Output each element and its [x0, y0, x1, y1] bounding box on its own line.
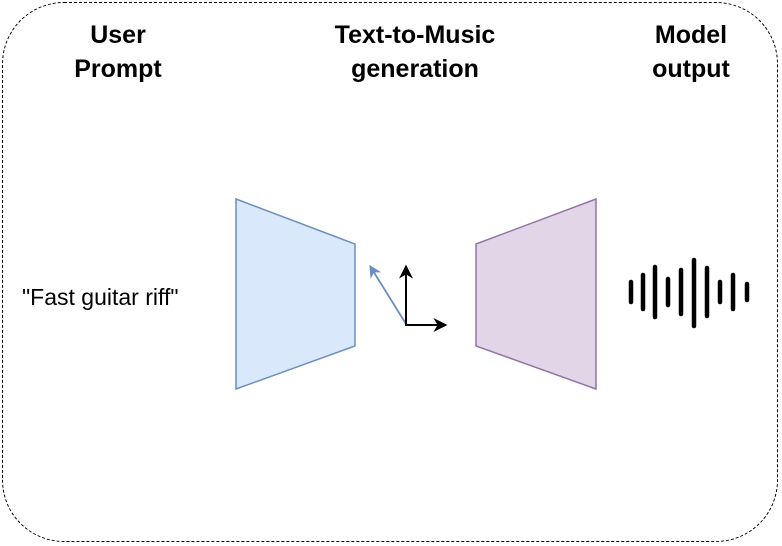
heading-generation-line-2: generation [351, 55, 479, 83]
heading-user-prompt-line-1: User [90, 21, 146, 49]
axes-arrows-icon [369, 264, 448, 332]
encoder-trapezoid [235, 197, 356, 391]
prompt-text: "Fast guitar riff" [22, 284, 179, 310]
sound-wave-icon [628, 257, 750, 329]
heading-model-output-line-1: Model [654, 21, 728, 49]
decoder-trapezoid [475, 197, 597, 391]
latent-vector-arrow [369, 264, 407, 325]
heading-user-prompt: User Prompt [62, 18, 174, 86]
heading-model-output-line-2: output [652, 55, 730, 83]
heading-generation: Text-to-Music generation [318, 18, 512, 86]
heading-user-prompt-line-2: Prompt [74, 55, 162, 83]
heading-generation-line-1: Text-to-Music [334, 21, 496, 49]
heading-model-output: Model output [636, 18, 746, 86]
